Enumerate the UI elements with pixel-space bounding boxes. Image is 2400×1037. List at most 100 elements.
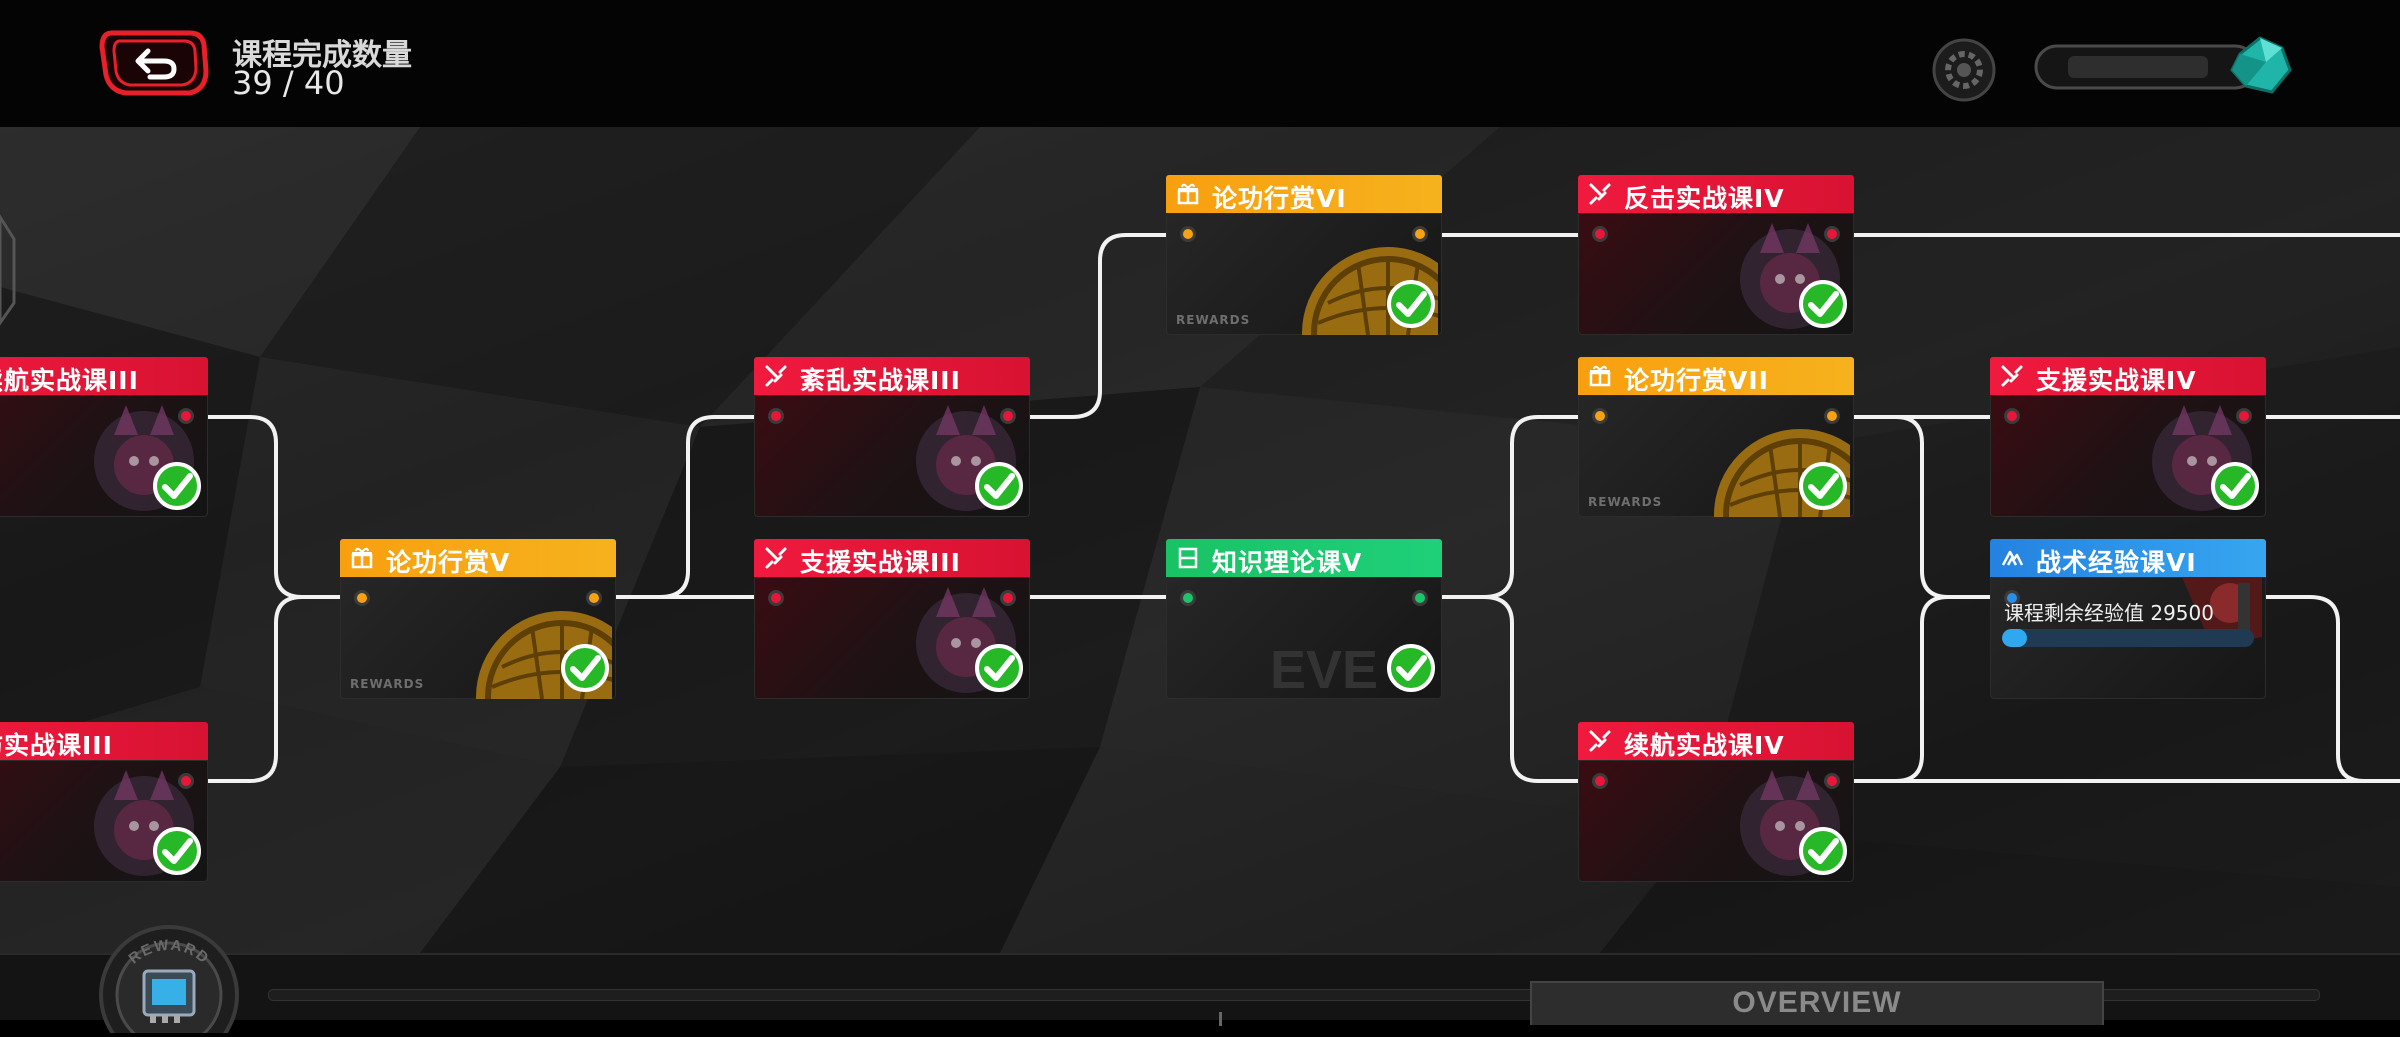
input-node bbox=[1592, 226, 1608, 242]
input-node bbox=[768, 590, 784, 606]
output-node bbox=[1824, 408, 1840, 424]
card-header: 战术经验课VI bbox=[1990, 539, 2266, 577]
input-node bbox=[2004, 590, 2020, 606]
output-node bbox=[1000, 408, 1016, 424]
course-card[interactable]: 论功行赏VI REWARDS bbox=[1166, 175, 1442, 335]
card-header: 知识理论课V bbox=[1166, 539, 1442, 577]
checkmark-icon bbox=[975, 462, 1023, 510]
output-node bbox=[1824, 226, 1840, 242]
scroll-tick bbox=[1219, 1012, 1222, 1026]
checkmark-icon bbox=[1799, 827, 1847, 875]
input-node bbox=[354, 590, 370, 606]
card-header: 论功行赏VI bbox=[1166, 175, 1442, 213]
checkmark-icon bbox=[1799, 280, 1847, 328]
back-button[interactable] bbox=[98, 27, 210, 99]
course-card[interactable]: 续航实战课IV bbox=[1578, 722, 1854, 882]
crossed-swords-icon bbox=[765, 547, 787, 569]
card-title: 反击实战课IV bbox=[1624, 184, 1785, 213]
card-header: 论功行赏VII bbox=[1578, 357, 1854, 395]
course-card[interactable]: 知识理论课V EVE bbox=[1166, 539, 1442, 700]
input-node bbox=[1180, 590, 1196, 606]
checkmark-icon bbox=[153, 827, 201, 875]
card-header: 防实战课III bbox=[0, 722, 208, 760]
checkmark-icon bbox=[153, 462, 201, 510]
checkmark-icon bbox=[561, 644, 609, 692]
top-bar: 课程完成数量 39 / 40 bbox=[0, 0, 2400, 127]
settings-button[interactable] bbox=[1930, 37, 1998, 103]
card-title: 支援实战课IV bbox=[2036, 366, 2197, 395]
card-title: 续航实战课III bbox=[0, 366, 139, 395]
crossed-swords-icon bbox=[765, 365, 787, 387]
course-card[interactable]: 反击实战课IV bbox=[1578, 175, 1854, 335]
input-node bbox=[1592, 773, 1608, 789]
course-card[interactable]: 论功行赏V REWARDS bbox=[340, 539, 616, 699]
course-card[interactable]: 论功行赏VII REWARDS bbox=[1578, 357, 1854, 517]
card-watermark: EVE bbox=[1269, 640, 1378, 700]
output-node bbox=[1412, 590, 1428, 606]
card-title: 知识理论课V bbox=[1212, 548, 1363, 577]
checkmark-icon bbox=[1387, 644, 1435, 692]
course-card[interactable]: 支援实战课III bbox=[754, 539, 1030, 699]
card-title: 论功行赏VII bbox=[1624, 366, 1769, 395]
output-node bbox=[586, 590, 602, 606]
card-header: 紊乱实战课III bbox=[754, 357, 1030, 395]
progress-value: 39 / 40 bbox=[232, 64, 345, 102]
overview-label: OVERVIEW bbox=[1732, 986, 1902, 1019]
card-header: 续航实战课IV bbox=[1578, 722, 1854, 760]
crossed-swords-icon bbox=[1589, 730, 1611, 752]
book-icon bbox=[1178, 547, 1198, 569]
bottom-bar: OVERVIEW bbox=[0, 953, 2400, 1026]
course-card[interactable]: 续航实战课III bbox=[0, 357, 208, 517]
card-header: 反击实战课IV bbox=[1578, 175, 1854, 213]
rewards-tag: REWARDS bbox=[350, 677, 425, 691]
gift-box-icon bbox=[1177, 183, 1199, 205]
arrow-up-icon bbox=[2001, 550, 2024, 566]
card-title: 支援实战课III bbox=[800, 548, 961, 577]
checkmark-icon bbox=[2211, 462, 2259, 510]
card-header: 论功行赏V bbox=[340, 539, 616, 577]
output-node bbox=[178, 773, 194, 789]
crystal-icon bbox=[2230, 36, 2292, 94]
course-card[interactable]: 防实战课III bbox=[0, 722, 208, 882]
rewards-tag: REWARDS bbox=[1588, 495, 1663, 509]
checkmark-icon bbox=[1799, 462, 1847, 510]
chip-icon bbox=[142, 969, 196, 1023]
exp-progress-fill bbox=[2002, 629, 2028, 647]
card-header: 支援实战课III bbox=[754, 539, 1030, 577]
input-node bbox=[2004, 408, 2020, 424]
card-title: 续航实战课IV bbox=[1624, 731, 1785, 760]
connection-lines bbox=[204, 233, 2400, 783]
overview-button[interactable]: OVERVIEW bbox=[1530, 981, 2104, 1025]
back-arrow-icon bbox=[99, 30, 209, 96]
card-title: 论功行赏VI bbox=[1212, 184, 1347, 213]
checkmark-icon bbox=[1387, 280, 1435, 328]
card-title: 紊乱实战课III bbox=[800, 366, 961, 395]
input-node bbox=[1592, 408, 1608, 424]
course-card[interactable]: 紊乱实战课III bbox=[754, 357, 1030, 517]
exp-progress-bar bbox=[2002, 629, 2254, 647]
resource-pill[interactable] bbox=[2034, 36, 2298, 96]
course-card[interactable]: 支援实战课IV bbox=[1990, 357, 2266, 517]
gift-box-icon bbox=[1589, 365, 1611, 387]
reward-button[interactable]: REWARD bbox=[96, 923, 242, 1037]
crossed-swords-icon bbox=[2001, 365, 2023, 387]
rewards-tag: REWARDS bbox=[1176, 313, 1251, 327]
gift-box-icon bbox=[351, 547, 373, 569]
output-node bbox=[2236, 408, 2252, 424]
gear-icon bbox=[1932, 38, 1996, 102]
output-node bbox=[1000, 590, 1016, 606]
output-node bbox=[178, 408, 194, 424]
exp-remaining-text: 课程剩余经验值 29500 bbox=[2004, 601, 2214, 625]
card-header: 支援实战课IV bbox=[1990, 357, 2266, 395]
progress-label: 课程完成数量 bbox=[232, 38, 412, 73]
input-node bbox=[768, 408, 784, 424]
input-node bbox=[1180, 226, 1196, 242]
card-header: 续航实战课III bbox=[0, 357, 208, 395]
output-node bbox=[1412, 226, 1428, 242]
card-title: 论功行赏V bbox=[386, 548, 511, 577]
course-card[interactable]: 战术经验课VI 课程剩余经验值 29500 bbox=[1990, 539, 2266, 699]
card-title: 防实战课III bbox=[0, 731, 113, 760]
checkmark-icon bbox=[975, 644, 1023, 692]
course-board: 续航实战课III 防实战课III 论功行赏V bbox=[0, 127, 2400, 953]
card-title: 战术经验课VI bbox=[2036, 548, 2197, 577]
